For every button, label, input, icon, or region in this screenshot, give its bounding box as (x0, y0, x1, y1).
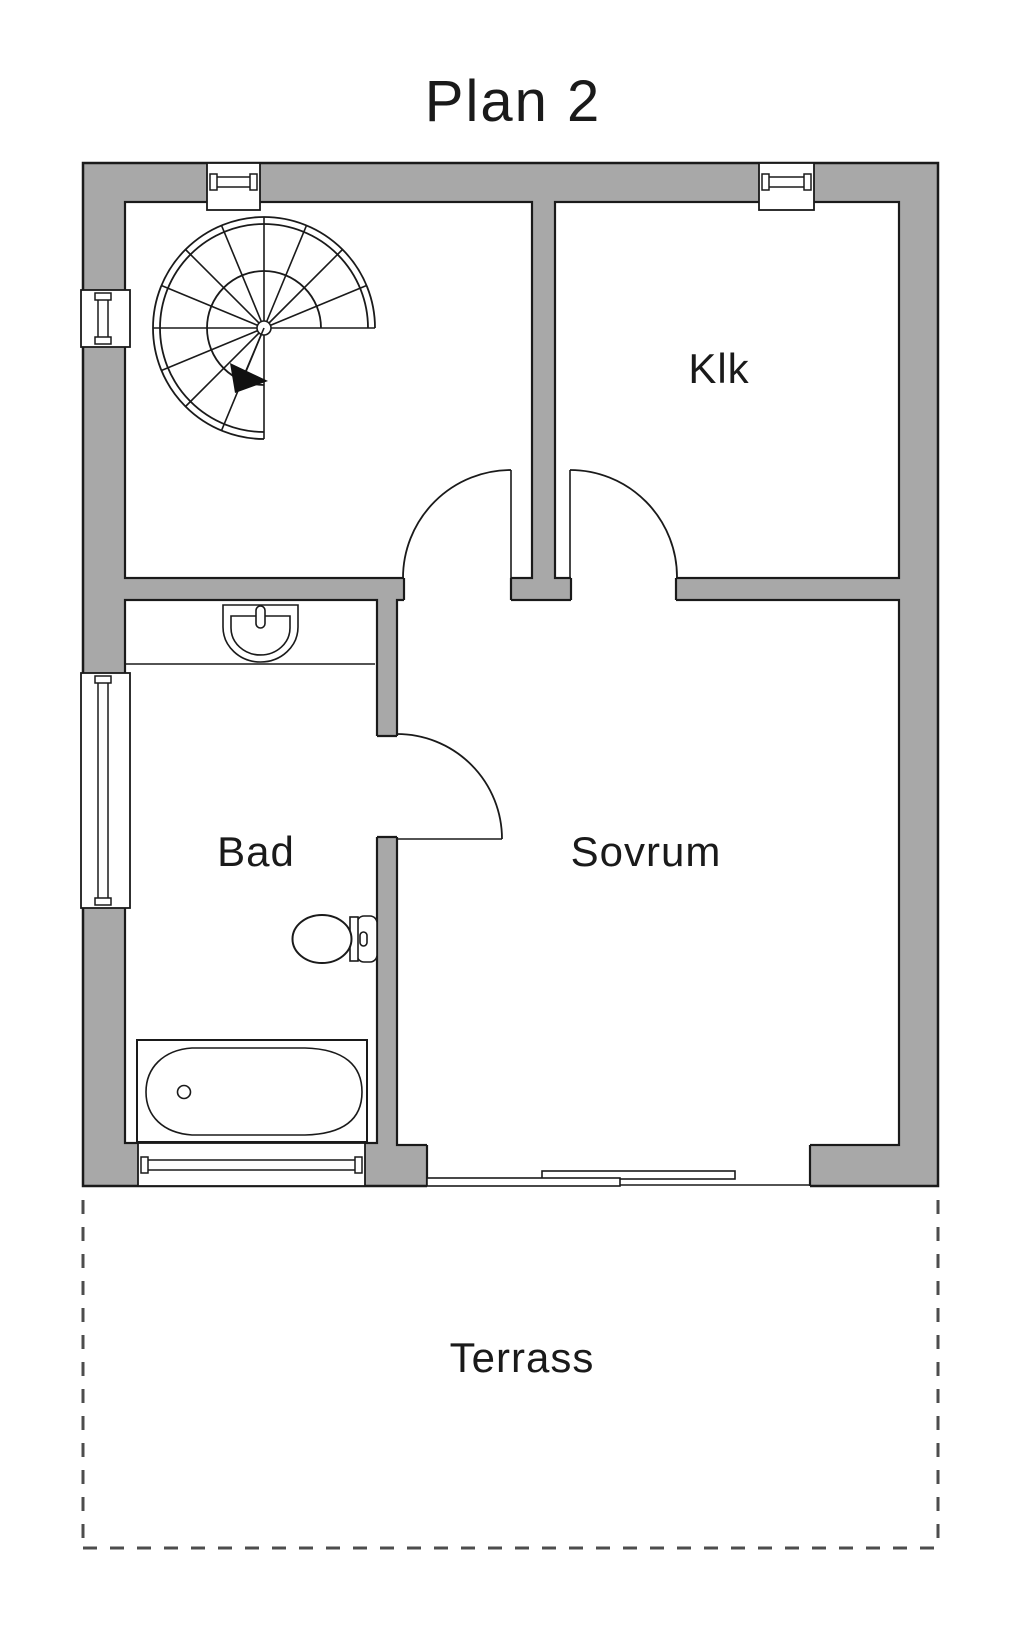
window-top-left (206, 162, 261, 211)
plan-title: Plan 2 (425, 69, 601, 134)
bad-door (396, 733, 503, 840)
opening-stair-hall-door (404, 576, 511, 602)
toilet-bowl (291, 914, 353, 964)
label-terrass: Terrass (450, 1334, 595, 1381)
windows (80, 162, 815, 1187)
stair-hall-door (402, 469, 512, 579)
window-left-upper (80, 289, 131, 348)
door-openings (375, 576, 812, 1188)
sink-tap (255, 605, 266, 629)
rooms (123, 200, 901, 1147)
window-top-right (758, 162, 815, 211)
toilet (291, 914, 378, 964)
spiral-staircase (152, 216, 376, 440)
room-labels: Klk Bad Sovrum Terrass (217, 345, 749, 1381)
label-sovrum: Sovrum (571, 828, 722, 875)
stair-treads (153, 217, 375, 439)
room-stair-hall (123, 200, 534, 580)
room-sovrum (395, 598, 901, 1147)
bathtub (136, 1039, 368, 1143)
label-klk: Klk (688, 345, 749, 392)
bathtub-drain (176, 1084, 192, 1100)
terrace-outline (81, 1200, 940, 1550)
room-klk (553, 200, 901, 580)
klk-door (569, 469, 678, 579)
sliding-door-panel-right (541, 1170, 736, 1180)
window-bottom-bad (137, 1142, 366, 1187)
bathroom-fixtures (125, 604, 378, 1143)
opening-bad-door (375, 736, 399, 837)
toilet-button (359, 931, 368, 947)
opening-klk-door (571, 576, 676, 602)
doors (396, 469, 678, 840)
stair-direction-arrow-icon (230, 363, 268, 393)
sliding-door (426, 1170, 810, 1187)
sliding-door-panel-left (426, 1177, 621, 1187)
label-bad: Bad (217, 828, 295, 875)
window-left-bad (80, 672, 131, 909)
sink (222, 604, 299, 663)
